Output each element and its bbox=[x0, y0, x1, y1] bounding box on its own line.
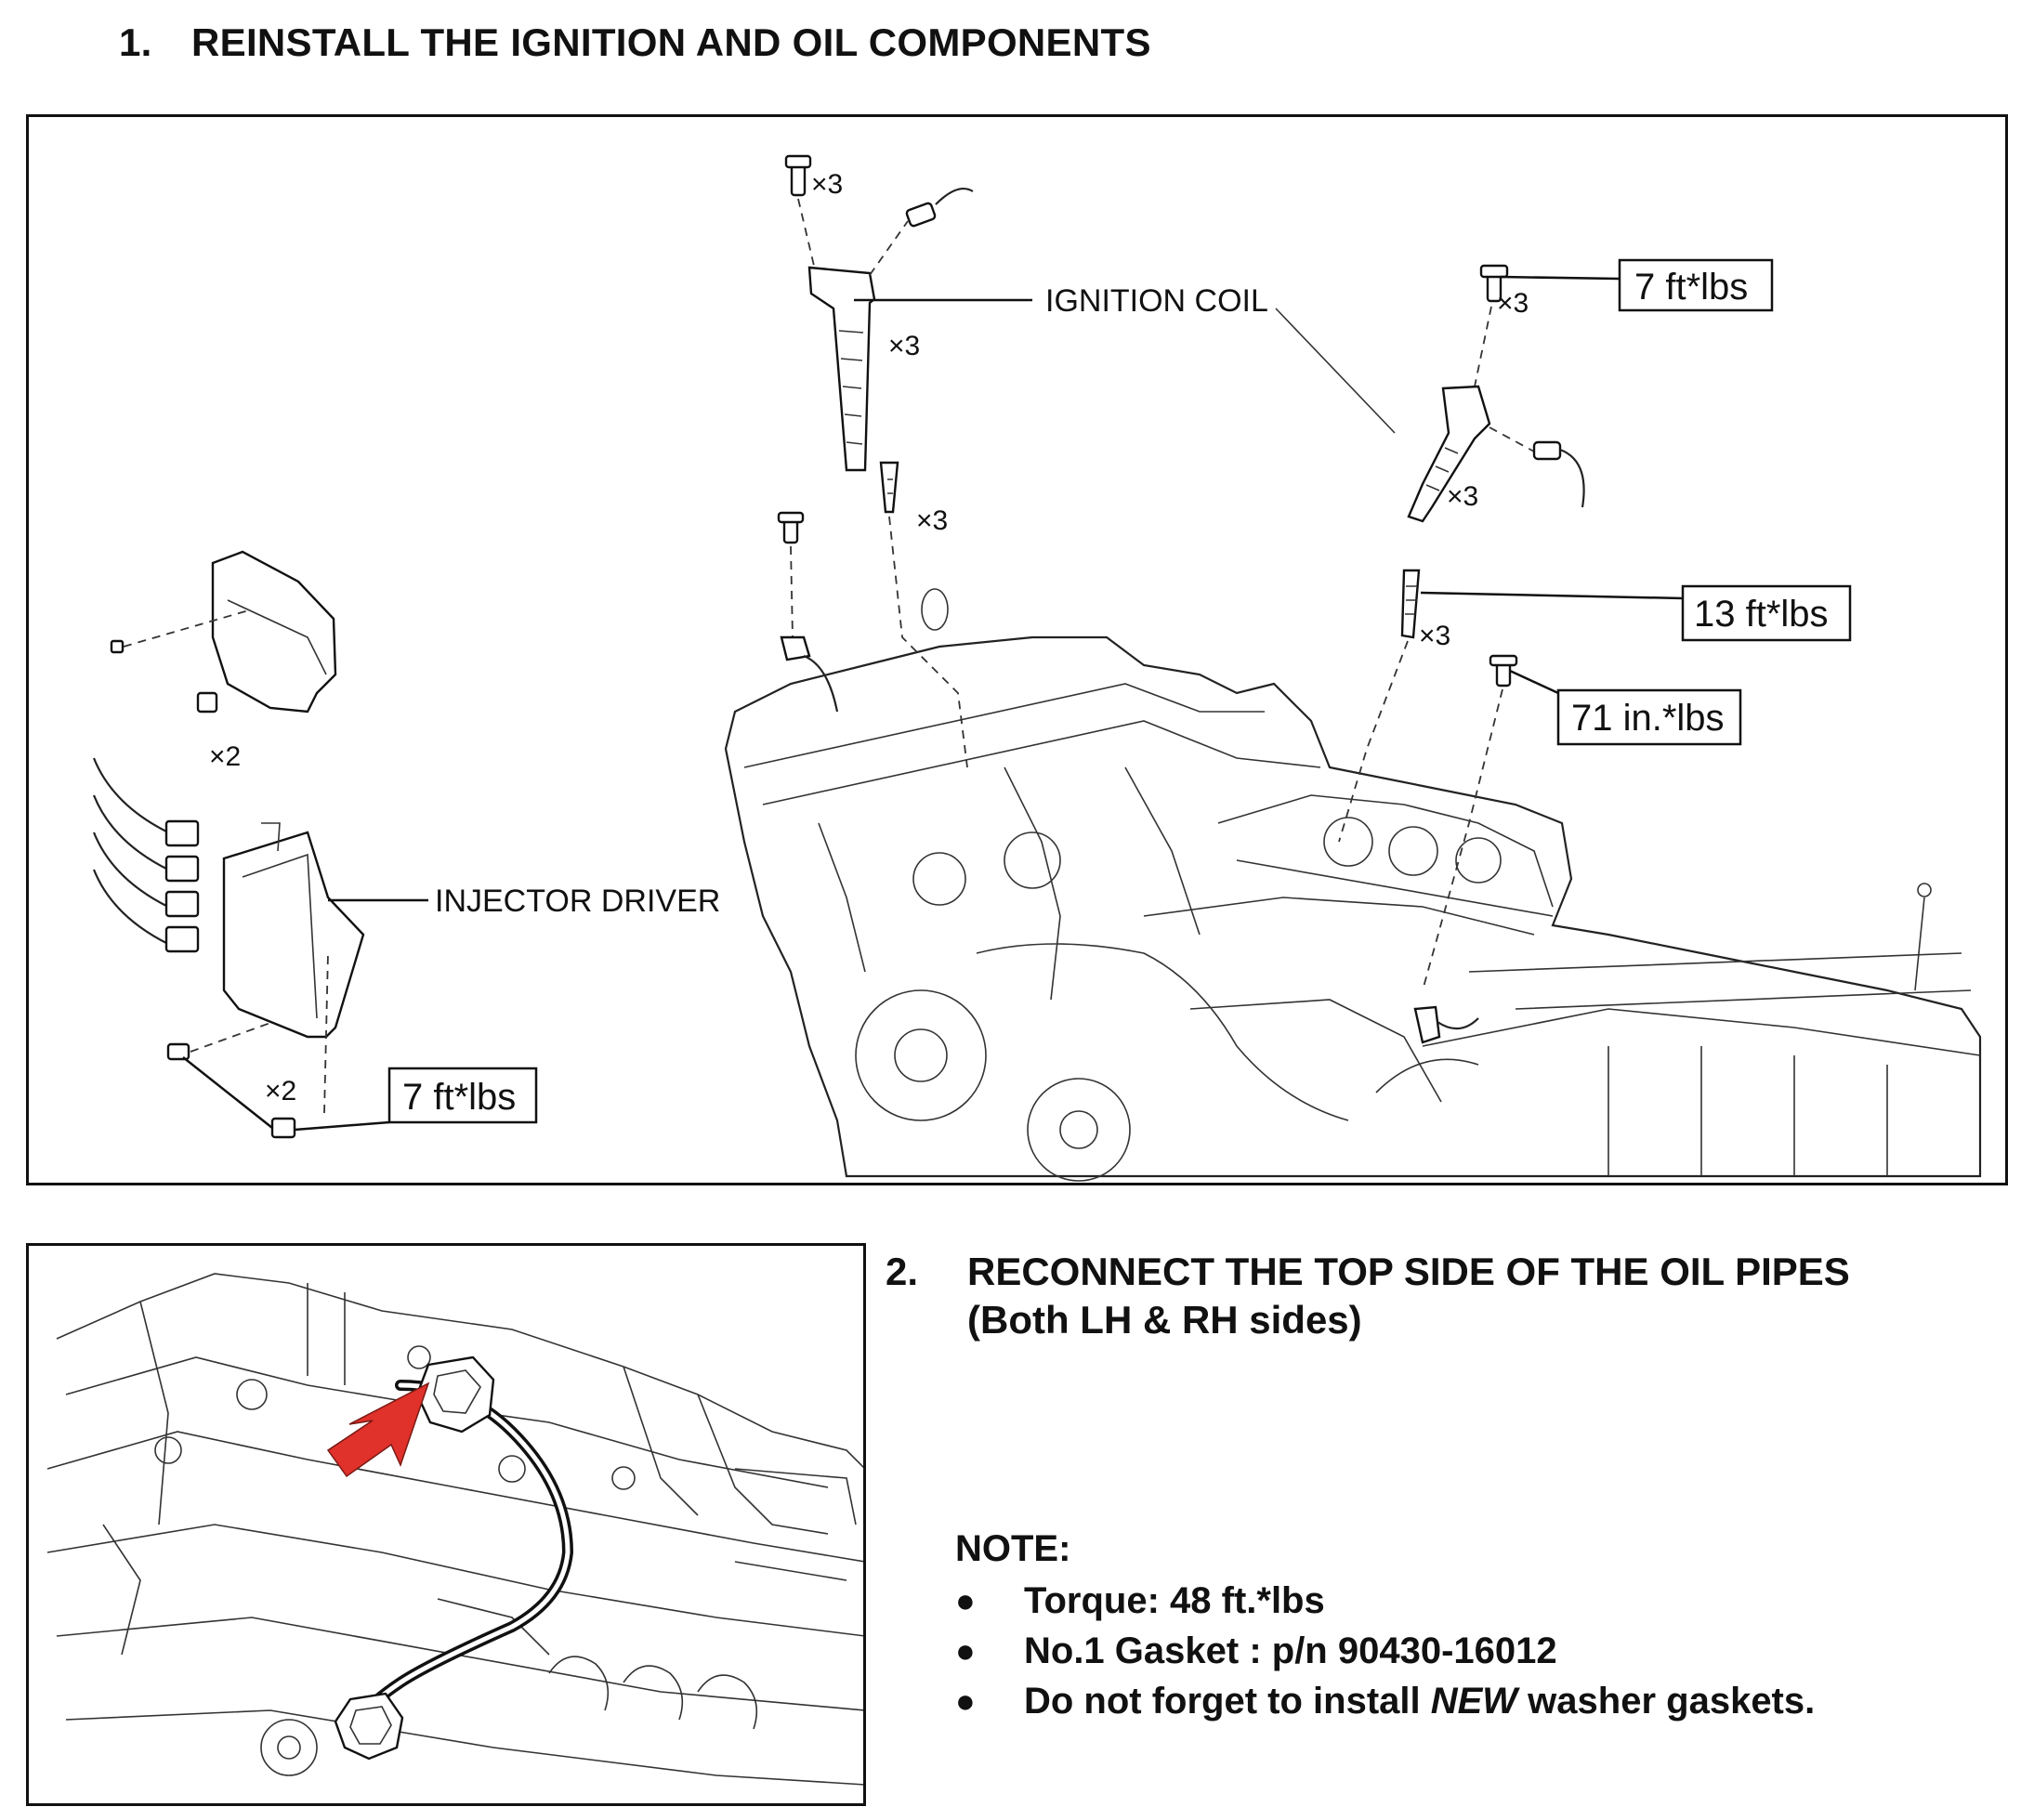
torque-spark-plug-text: 13 ft*lbs bbox=[1694, 594, 1829, 635]
bullet-icon: ● bbox=[955, 1682, 976, 1720]
step2-title-line2: (Both LH & RH sides) bbox=[967, 1298, 1362, 1342]
spark-plug-right-qty: ×3 bbox=[1419, 621, 1450, 651]
note-list: ● Torque: 48 ft.*lbs ● No.1 Gasket : p/n… bbox=[955, 1576, 1815, 1726]
note-heading: NOTE: bbox=[955, 1528, 1071, 1569]
engine-closeup-illustration bbox=[46, 1273, 863, 1786]
torque-callout-driver-bolt: 7 ft*lbs bbox=[387, 1067, 538, 1124]
label-leader-lines bbox=[294, 275, 1684, 1132]
note-item: ● Do not forget to install NEW washer ga… bbox=[955, 1676, 1815, 1726]
torque-bracket-bolt-text: 71 in.*lbs bbox=[1571, 698, 1725, 739]
step2-title: RECONNECT THE TOP SIDE OF THE OIL PIPES … bbox=[967, 1248, 1850, 1344]
ignition-components-figure: IGNITION COIL INJECTOR DRIVER ×3 ×3 ×3 ×… bbox=[26, 114, 2008, 1185]
bolt-top-right-qty: ×3 bbox=[1497, 288, 1529, 319]
note-block: NOTE: ● Torque: 48 ft.*lbs ● No.1 Gasket… bbox=[955, 1528, 1815, 1726]
bullet-icon: ● bbox=[955, 1631, 976, 1669]
step1-title: REINSTALL THE IGNITION AND OIL COMPONENT… bbox=[191, 20, 1151, 64]
engine-block-illustration bbox=[724, 635, 1982, 1182]
ignition-components-drawing: IGNITION COIL INJECTOR DRIVER ×3 ×3 ×3 ×… bbox=[92, 154, 1982, 1182]
ignition-coil-label: IGNITION COIL bbox=[1045, 283, 1268, 319]
bolt-top-left-qty: ×3 bbox=[811, 169, 843, 200]
note-item-text-post: washer gaskets. bbox=[1517, 1681, 1816, 1722]
note-item: ● No.1 Gasket : p/n 90430-16012 bbox=[955, 1626, 1815, 1676]
ignition-coil-left bbox=[777, 154, 974, 768]
note-item-text: No.1 Gasket : p/n 90430-16012 bbox=[1024, 1630, 1557, 1671]
coil-right-qty: ×3 bbox=[1447, 481, 1478, 512]
note-item-text-pre: Do not forget to install bbox=[1024, 1681, 1431, 1722]
oil-pipe-drawing bbox=[46, 1273, 863, 1786]
torque-callout-spark-plug: 13 ft*lbs bbox=[1681, 584, 1852, 642]
note-item: ● Torque: 48 ft.*lbs bbox=[955, 1576, 1815, 1626]
step2-title-line1: RECONNECT THE TOP SIDE OF THE OIL PIPES bbox=[967, 1250, 1850, 1293]
torque-coil-bolt-text: 7 ft*lbs bbox=[1634, 267, 1748, 308]
driver-bolt-qty: ×2 bbox=[265, 1076, 296, 1106]
step1-number: 1. bbox=[119, 20, 152, 64]
injector-driver-label: INJECTOR DRIVER bbox=[435, 884, 720, 919]
torque-driver-bolt-text: 7 ft*lbs bbox=[402, 1077, 516, 1118]
step1-heading: 1. REINSTALL THE IGNITION AND OIL COMPONE… bbox=[119, 20, 1151, 65]
torque-callout-bracket-bolt: 71 in.*lbs bbox=[1556, 688, 1742, 746]
step2-number: 2. bbox=[886, 1250, 919, 1293]
bullet-icon: ● bbox=[955, 1581, 976, 1619]
note-item-text-emphasis: NEW bbox=[1430, 1681, 1518, 1722]
spark-plug-left-qty: ×3 bbox=[916, 505, 948, 536]
cover-nut-qty: ×2 bbox=[209, 741, 241, 772]
oil-pipe bbox=[334, 1355, 574, 1761]
note-item-text: Torque: 48 ft.*lbs bbox=[1024, 1580, 1325, 1621]
oil-pipe-figure bbox=[26, 1243, 866, 1806]
coil-left-qty: ×3 bbox=[888, 331, 920, 361]
torque-callout-coil-bolt: 7 ft*lbs bbox=[1618, 258, 1774, 312]
ignition-coil-right bbox=[1338, 264, 1585, 1044]
red-arrow bbox=[326, 1381, 430, 1478]
injector-driver-assembly bbox=[92, 550, 365, 1139]
